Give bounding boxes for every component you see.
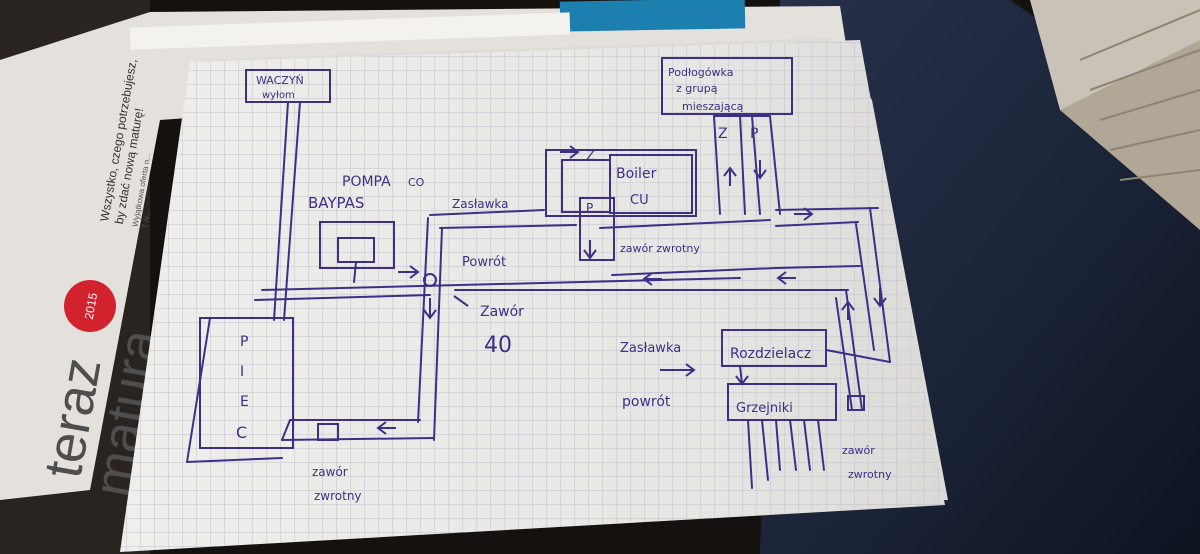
label-zawor-zwrotny-bottom-1: zawór (312, 465, 348, 479)
label-baypas: BAYPAS (308, 194, 364, 212)
label-zawor-zwrotny-right-2: zwrotny (848, 468, 892, 481)
label-powrot-right: powrót (622, 394, 671, 410)
label-top-right-1: Podłogówka (668, 66, 733, 79)
label-zaslawka-right: Zasławka (620, 341, 681, 356)
label-top-left: WACZYŃ (256, 74, 304, 87)
label-zaslawka: Zasławka (452, 197, 509, 211)
radiator-fins (1079, 9, 1200, 181)
valve-4d (423, 273, 437, 287)
book-year: 2015 (82, 291, 100, 320)
sketch-labels: WACZYŃ wyłom Podłogówka z grupą mieszają… (236, 66, 892, 503)
label-pompa: POMPA (342, 174, 391, 190)
book-year-badge (64, 280, 116, 332)
label-top-left-2: wyłom (262, 90, 295, 101)
label-piec-c: C (236, 423, 247, 442)
sketch-lines (186, 57, 891, 489)
box-bypass (319, 221, 395, 269)
label-cu: CU (630, 193, 649, 208)
label-piec-i: I (240, 364, 244, 380)
check-valve-bottom (317, 423, 339, 441)
label-z-boiler: Z (586, 149, 595, 164)
flow-arrows (376, 145, 887, 435)
label-zawor-zwrotny-bottom-2: zwrotny (314, 489, 362, 503)
label-grzejniki: Grzejniki (736, 401, 793, 416)
box-boiler (609, 154, 693, 214)
radiator-legs (747, 419, 825, 489)
paper-grid (120, 40, 945, 552)
label-zawor: Zawór (480, 304, 524, 320)
label-zawor-zwrotny-mid: zawór zwrotny (620, 242, 700, 255)
label-p-top: P (750, 126, 758, 142)
label-piec-e: E (240, 394, 249, 410)
box-radiators (727, 383, 837, 421)
radiator-shadow (1060, 40, 1200, 230)
paper-sheet (120, 40, 945, 552)
label-z-top: Z (718, 126, 728, 142)
label-40: 40 (484, 333, 512, 358)
label-top-right-2: z grupą (676, 82, 718, 95)
label-boiler: Boiler (616, 166, 657, 182)
box-distributor (721, 329, 827, 367)
box-boiler-outer (545, 149, 697, 217)
label-rozdzielacz: Rozdzielacz (730, 346, 811, 362)
label-piec-p: P (240, 334, 248, 350)
box-underfloor (661, 57, 793, 115)
label-co: CO (408, 176, 425, 189)
label-powrot-mid: Powrót (462, 255, 506, 270)
label-top-right-3: mieszającą (682, 100, 744, 113)
book-page-edge (129, 12, 571, 50)
book-small-line-2: 7 N... (140, 209, 152, 229)
book-blue-tab (559, 0, 746, 32)
label-zawor-zwrotny-right-1: zawór (842, 444, 875, 457)
label-p-boiler: P (586, 201, 593, 215)
line-chimney (273, 101, 289, 321)
